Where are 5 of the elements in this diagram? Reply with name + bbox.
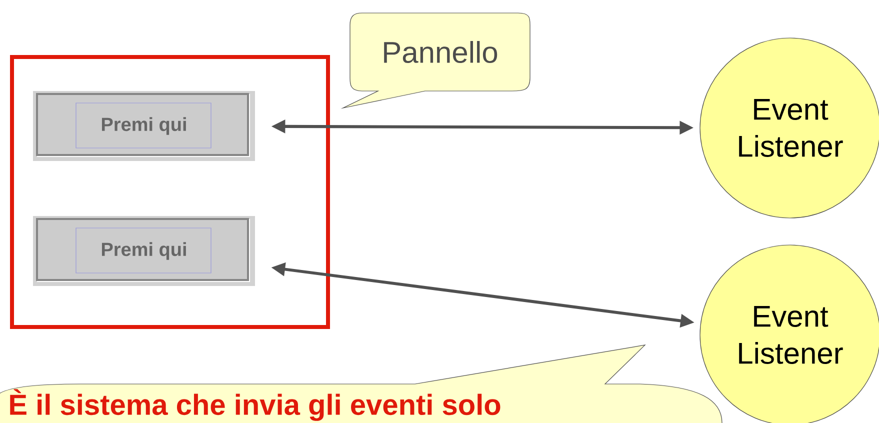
button: Premi qui [33,216,255,286]
button: Premi qui [33,91,255,161]
panel-frame [10,55,330,329]
speech-bubble: È il sistema che invia gli eventi solo [0,344,722,423]
speech-bubble: Pannello [342,12,530,108]
